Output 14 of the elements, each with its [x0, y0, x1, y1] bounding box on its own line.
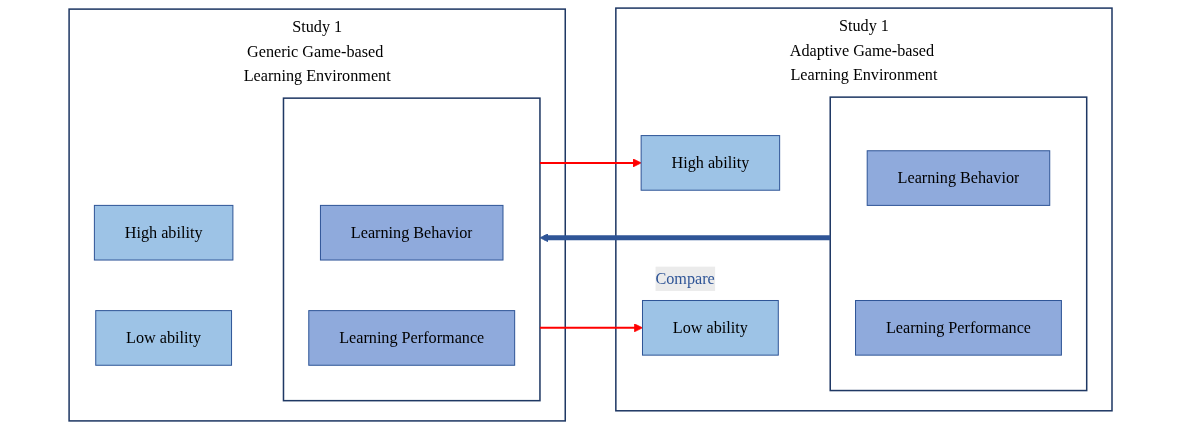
- cluster: [282, 97, 541, 402]
- arrow: [539, 158, 642, 168]
- node-box: Learning Behavior: [866, 150, 1051, 206]
- node-box: Low ability: [641, 300, 779, 356]
- node-box: Learning Performance: [854, 300, 1062, 356]
- node-box: High ability: [640, 135, 781, 191]
- node-box: Low ability: [95, 310, 232, 366]
- node-box: High ability: [93, 204, 234, 261]
- edge-label: Compare: [655, 269, 715, 287]
- arrow: [539, 233, 831, 243]
- node-box: Learning Behavior: [319, 204, 504, 261]
- cluster: [829, 96, 1088, 392]
- node-box: Learning Performance: [308, 310, 516, 366]
- arrow: [539, 323, 643, 333]
